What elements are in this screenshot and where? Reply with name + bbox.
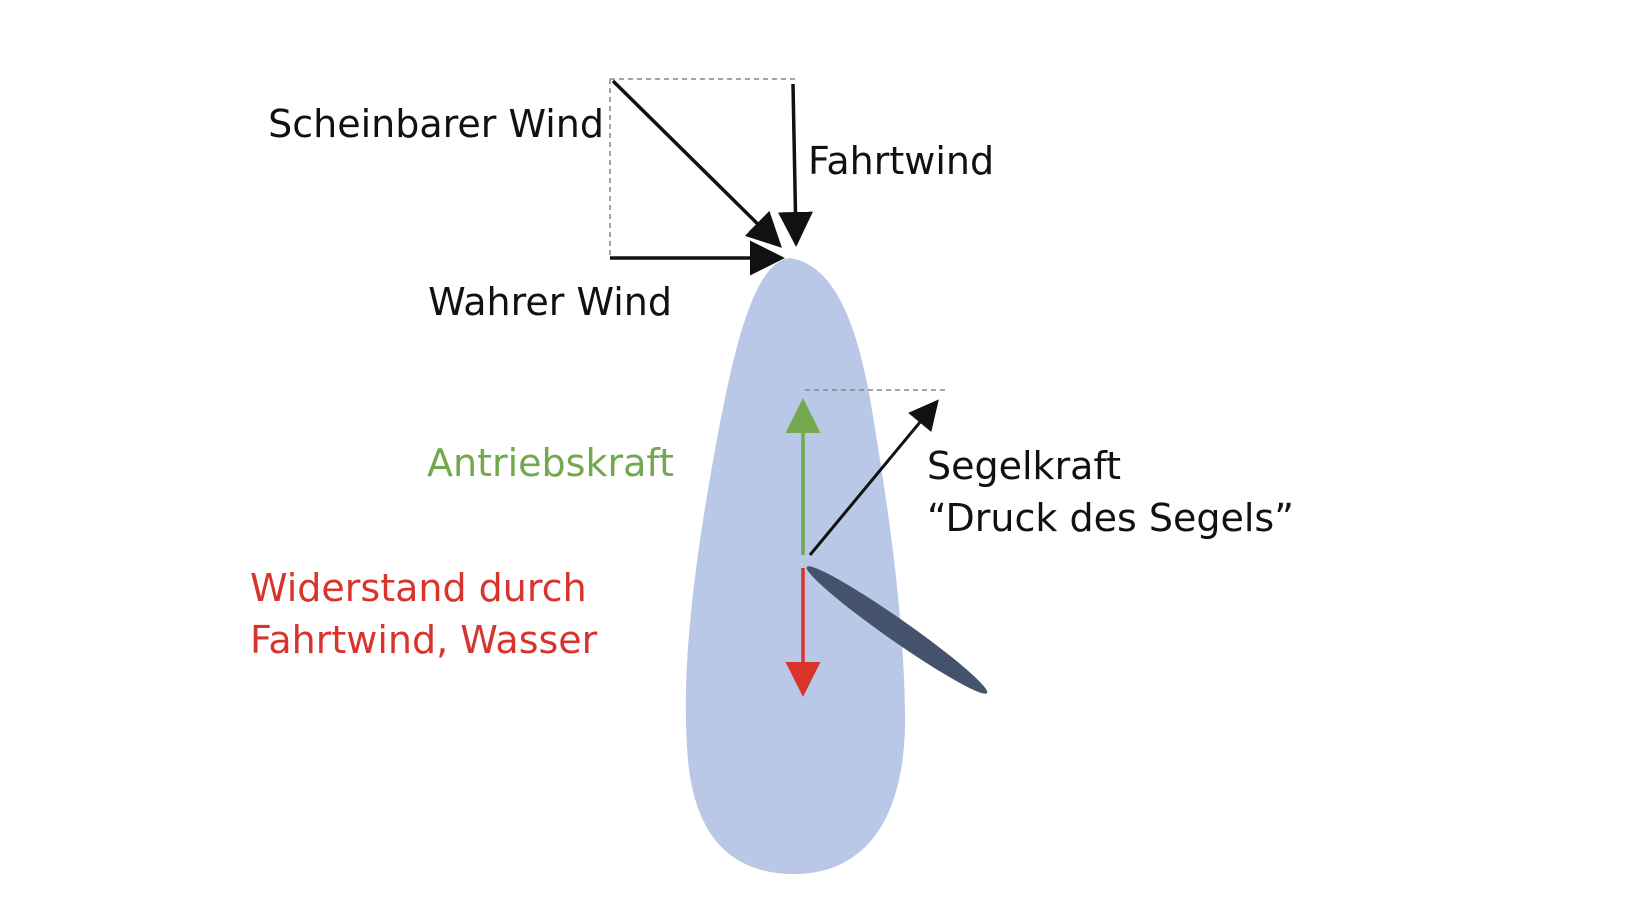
true-wind-label: Wahrer Wind <box>428 280 672 324</box>
boat-hull <box>685 258 906 875</box>
sail-force-label: Segelkraft “Druck des Segels” <box>927 440 1294 544</box>
sail-force-label-line-2: “Druck des Segels” <box>927 496 1294 540</box>
resistance-label-line-1: Widerstand durch <box>250 566 587 610</box>
sail-force-label-line-1: Segelkraft <box>927 444 1122 488</box>
apparent-wind-label: Scheinbarer Wind <box>268 102 604 146</box>
headwind-arrow <box>777 83 813 247</box>
resistance-label-line-2: Fahrtwind, Wasser <box>250 618 598 662</box>
apparent-wind-arrow <box>611 79 782 248</box>
sail-force-arrow <box>808 399 939 556</box>
sail <box>806 566 988 694</box>
driving-force-label: Antriebskraft <box>427 441 674 485</box>
headwind-label: Fahrtwind <box>808 139 995 183</box>
resistance-label: Widerstand durch Fahrtwind, Wasser <box>250 562 672 666</box>
